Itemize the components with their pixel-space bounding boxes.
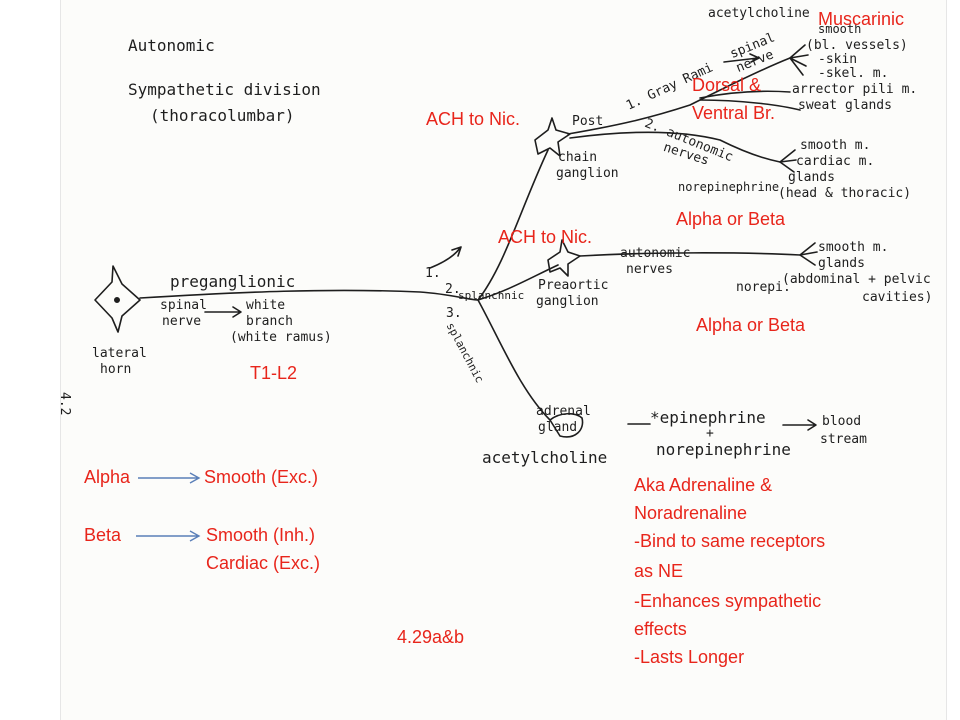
legend-alpha-effect: Smooth (Exc.)	[204, 467, 319, 487]
notes-line-1: Aka Adrenaline &	[634, 475, 773, 495]
hw-smooth-m2: smooth m.	[818, 240, 889, 255]
notes-line-2: Noradrenaline	[634, 503, 748, 523]
annotation-ach-nic-1: ACH to Nic.	[426, 109, 521, 129]
post-fiber-autonomic	[569, 131, 781, 163]
notes-line-7: -Lasts Longer	[634, 647, 745, 667]
branch-to-chain	[477, 149, 549, 301]
post-fiber-branch-b	[699, 90, 791, 99]
hw-norepi: norepi.	[736, 280, 791, 295]
arrow-to-bloodstream	[782, 419, 817, 431]
hw-title-2: Sympathetic division	[128, 80, 321, 99]
hw-bl-vessels: (bl. vessels)	[806, 38, 908, 53]
hw-arrector: arrector pili m.	[792, 82, 918, 97]
hw-num-2: 2.	[445, 282, 461, 297]
annotation-ach-nic-2: ACH to Nic.	[498, 227, 593, 247]
hw-head-thoracic: (head & thoracic)	[778, 186, 912, 201]
hw-title-3: (thoracolumbar)	[150, 106, 295, 125]
branch-to-adrenal	[477, 299, 551, 421]
hw-title-1: Autonomic	[128, 36, 215, 55]
hw-acetylcholine-bottom: acetylcholine	[482, 448, 608, 467]
hw-horn: horn	[100, 362, 132, 377]
hw-adrenal: adrenal	[536, 404, 591, 419]
notes-line-4: as NE	[634, 561, 684, 581]
notes-line-3: -Bind to same receptors	[634, 531, 826, 551]
legend-alpha: Alpha	[84, 467, 131, 487]
legend-beta: Beta	[84, 525, 122, 545]
hw-ganglion: ganglion	[556, 166, 619, 181]
hw-sweat: sweat glands	[798, 98, 892, 113]
hw-nerve: nerve	[162, 314, 202, 329]
hw-stream: stream	[820, 432, 867, 447]
hw-spinal: spinal	[160, 298, 207, 313]
annotation-dorsal-1: Dorsal &	[692, 75, 762, 95]
annotation-dorsal-2: Ventral Br.	[692, 103, 776, 123]
hw-page-ref: 4.2	[57, 392, 72, 416]
annotation-figure-ref: 4.29a&b	[397, 627, 465, 647]
hw-norepinephrine-1: norepinephrine	[678, 180, 780, 194]
annotation-t1-l2: T1-L2	[250, 363, 298, 383]
hw-preaortic-ganglion: ganglion	[536, 294, 599, 309]
hw-lateral: lateral	[92, 346, 147, 361]
hw-branch: branch	[246, 314, 293, 329]
notes-line-6: effects	[634, 619, 687, 639]
hw-norepinephrine-2: norepinephrine	[656, 440, 791, 459]
hw-chain: chain	[558, 150, 598, 165]
alpha-arrow	[138, 472, 201, 484]
annotation-alpha-beta-1: Alpha or Beta	[676, 209, 786, 229]
hw-preaortic: Preaortic	[538, 278, 609, 293]
hw-abdominal: (abdominal + pelvic	[782, 272, 931, 287]
hw-glands2: glands	[818, 256, 865, 271]
post-fiber-branch-c	[699, 99, 801, 111]
hw-skin: -skin	[818, 52, 858, 67]
beta-arrow	[136, 530, 201, 542]
preganglionic-axon	[139, 289, 479, 301]
hw-smooth-m1: smooth m.	[800, 138, 871, 153]
arrow-1	[429, 246, 462, 269]
hw-post: Post	[572, 114, 604, 129]
scanned-notebook-page	[60, 0, 947, 720]
preaortic-ganglion-star	[547, 239, 581, 277]
hw-cavities: cavities)	[862, 290, 933, 305]
white-ramus-arrow	[204, 306, 242, 318]
hw-gland: gland	[538, 420, 578, 435]
legend-beta-effect-2: Cardiac (Exc.)	[206, 553, 321, 573]
notes-line-5: -Enhances sympathetic	[634, 591, 822, 611]
annotation-alpha-beta-2: Alpha or Beta	[696, 315, 806, 335]
hw-num-1: 1.	[425, 266, 441, 281]
preaortic-post-fiber	[579, 252, 801, 257]
post-fiber-gray-rami	[567, 57, 791, 135]
hw-autonomic-m2: nerves	[626, 262, 673, 277]
hw-epinephrine: *epinephrine	[650, 408, 766, 427]
hw-acetylcholine-top: acetylcholine	[708, 6, 810, 21]
hw-blood: blood	[822, 414, 862, 429]
hw-splanchnic-1: splanchnic	[458, 289, 525, 302]
adrenal-gland	[549, 412, 584, 438]
hw-glands1: glands	[788, 170, 835, 185]
hw-white-ramus: (white ramus)	[230, 330, 332, 345]
lateral-horn-neuron	[94, 265, 141, 333]
annotation-muscarinic: Muscarinic	[818, 9, 905, 29]
legend-beta-effect-1: Smooth (Inh.)	[206, 525, 316, 545]
chain-ganglion-star	[534, 117, 571, 157]
hw-plus: +	[706, 426, 714, 441]
hw-skel: -skel. m.	[818, 66, 889, 81]
hw-autonomic-m1: autonomic	[620, 246, 691, 261]
hw-white: white	[246, 298, 286, 313]
hw-preganglionic: preganglionic	[170, 272, 296, 291]
hw-num-3: 3.	[446, 306, 462, 321]
hw-cardiac: cardiac m.	[796, 154, 875, 169]
hw-smooth-top: smooth	[818, 22, 862, 36]
